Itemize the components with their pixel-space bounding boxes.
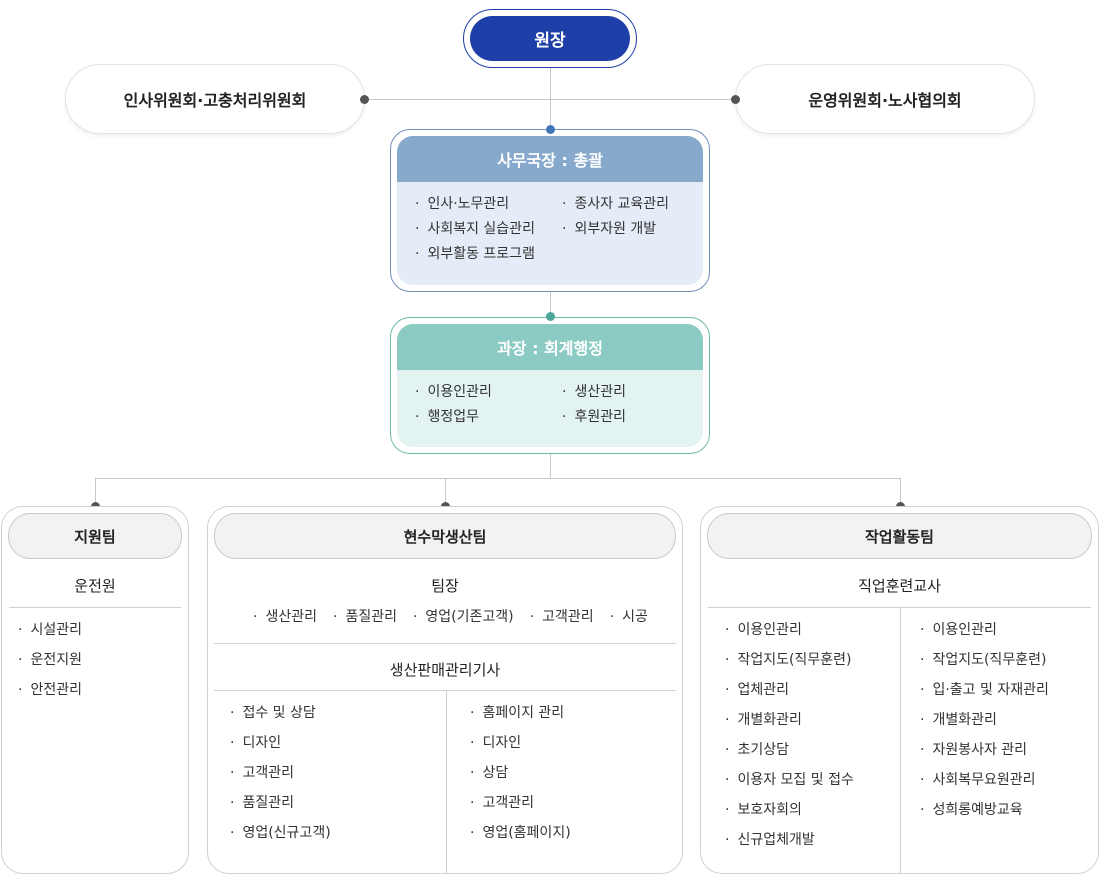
work-team-title: 작업활동팀 [707, 513, 1092, 559]
list-item: 초기상담 [725, 735, 854, 765]
list-item: 안전관리 [18, 675, 82, 705]
support-team-role: 운전원 [74, 577, 116, 595]
connector-manager-down [550, 453, 551, 479]
manager-dot [546, 312, 555, 321]
technician-list-left: 접수 및 상담 디자인 고객관리 품질관리 영업(신규고객) [230, 698, 331, 848]
production-team-leader: 팀장 [431, 577, 459, 595]
list-item: 접수 및 상담 [230, 698, 331, 728]
list-item: 신규업체개발 [725, 825, 854, 855]
list-item: 이용인관리 [920, 615, 1049, 645]
director-node: 원장 [463, 9, 637, 68]
list-item: 이용인관리 [725, 615, 854, 645]
leader-duty: 고객관리 [530, 606, 594, 626]
secretary-box: 사무국장 : 총괄 인사·노무관리 사회복지 실습관리 외부활동 프로그램 종사… [390, 129, 710, 292]
secretary-list-left: 인사·노무관리 사회복지 실습관리 외부활동 프로그램 [415, 192, 535, 267]
production-team-technician: 생산판매관리기사 [389, 661, 501, 679]
list-item: 영업(신규고객) [230, 818, 330, 848]
leader-duty: 시공 [610, 606, 648, 626]
connector-committees [365, 99, 735, 100]
connector-support-team [95, 478, 96, 506]
list-item: 작업지도(직무훈련) [725, 645, 854, 675]
list-item: 영업(홈페이지) [470, 818, 570, 848]
work-team-box: 작업활동팀 직업훈련교사 이용인관리 작업지도(직무훈련) 업체관리 개별화관리… [700, 506, 1099, 874]
list-item: 개별화관리 [920, 705, 1049, 735]
support-team-list: 시설관리 운전지원 안전관리 [18, 615, 82, 705]
list-item: 자원봉사자 관리 [920, 735, 1049, 765]
list-item: 종사자 교육관리 [562, 192, 669, 217]
list-item: 성희롱예방교육 [920, 795, 1049, 825]
technician-list-right: 홈페이지 관리 디자인 상담 고객관리 영업(홈페이지) [470, 698, 571, 848]
manager-list-right: 생산관리 후원관리 [562, 380, 626, 430]
list-item: 생산관리 [562, 380, 626, 405]
work-team-list-left: 이용인관리 작업지도(직무훈련) 업체관리 개별화관리 초기상담 이용자 모집 … [725, 615, 854, 855]
list-item: 홈페이지 관리 [470, 698, 571, 728]
connector-teams-horizontal [95, 478, 901, 479]
list-item: 입·출고 및 자재관리 [920, 675, 1048, 705]
list-item: 고객관리 [230, 758, 331, 788]
list-item: 보호자회의 [725, 795, 854, 825]
column-divider [900, 607, 901, 873]
manager-title: 과장 : 회계행정 [397, 324, 703, 370]
right-committee-node: 운영위원회·노사협의회 [735, 64, 1035, 134]
list-item: 품질관리 [230, 788, 331, 818]
left-committee-dot [360, 95, 369, 104]
divider [9, 607, 181, 608]
manager-body: 이용인관리 행정업무 생산관리 후원관리 [397, 370, 703, 447]
production-team-title: 현수막생산팀 [214, 513, 676, 559]
secretary-list-right: 종사자 교육관리 외부자원 개발 [562, 192, 669, 242]
list-item: 이용인관리 [415, 380, 491, 405]
list-item: 고객관리 [470, 788, 571, 818]
list-item: 업체관리 [725, 675, 854, 705]
support-team-title: 지원팀 [8, 513, 182, 559]
manager-box: 과장 : 회계행정 이용인관리 행정업무 생산관리 후원관리 [390, 317, 710, 454]
column-divider [446, 690, 447, 873]
support-team-box: 지원팀 운전원 시설관리 운전지원 안전관리 [1, 506, 189, 874]
secretary-body: 인사·노무관리 사회복지 실습관리 외부활동 프로그램 종사자 교육관리 외부자… [397, 182, 703, 285]
list-item: 인사·노무관리 [415, 192, 535, 217]
connector-work-team [900, 478, 901, 506]
list-item: 디자인 [470, 728, 571, 758]
divider [708, 607, 1091, 608]
leader-duty: 생산관리 [253, 606, 317, 626]
secretary-dot [546, 125, 555, 134]
list-item: 개별화관리 [725, 705, 854, 735]
list-item: 시설관리 [18, 615, 82, 645]
list-item: 후원관리 [562, 405, 626, 430]
secretary-title: 사무국장 : 총괄 [397, 136, 703, 182]
production-team-box: 현수막생산팀 팀장 생산관리 품질관리 영업(기존고객) 고객관리 시공 생산판… [207, 506, 683, 874]
list-item: 외부활동 프로그램 [415, 242, 535, 267]
leader-duty: 품질관리 [333, 606, 397, 626]
manager-list-left: 이용인관리 행정업무 [415, 380, 492, 430]
list-item: 디자인 [230, 728, 331, 758]
connector-production-team [445, 478, 446, 506]
divider [214, 690, 676, 691]
list-item: 운전지원 [18, 645, 82, 675]
work-team-role: 직업훈련교사 [858, 577, 941, 595]
leader-duties: 생산관리 품질관리 영업(기존고객) 고객관리 시공 [245, 606, 656, 626]
work-team-list-right: 이용인관리 작업지도(직무훈련) 입·출고 및 자재관리 개별화관리 자원봉사자… [920, 615, 1049, 825]
right-committee-dot [731, 95, 740, 104]
leader-duty: 영업(기존고객) [413, 606, 513, 626]
list-item: 이용자 모집 및 접수 [725, 765, 853, 795]
connector-secretary-manager [550, 290, 551, 318]
divider [214, 643, 676, 644]
list-item: 사회복무요원관리 [920, 765, 1049, 795]
list-item: 행정업무 [415, 405, 492, 430]
director-label: 원장 [470, 16, 630, 61]
left-committee-node: 인사위원회·고충처리위원회 [65, 64, 365, 134]
list-item: 외부자원 개발 [562, 217, 669, 242]
list-item: 상담 [470, 758, 571, 788]
list-item: 사회복지 실습관리 [415, 217, 535, 242]
list-item: 작업지도(직무훈련) [920, 645, 1049, 675]
